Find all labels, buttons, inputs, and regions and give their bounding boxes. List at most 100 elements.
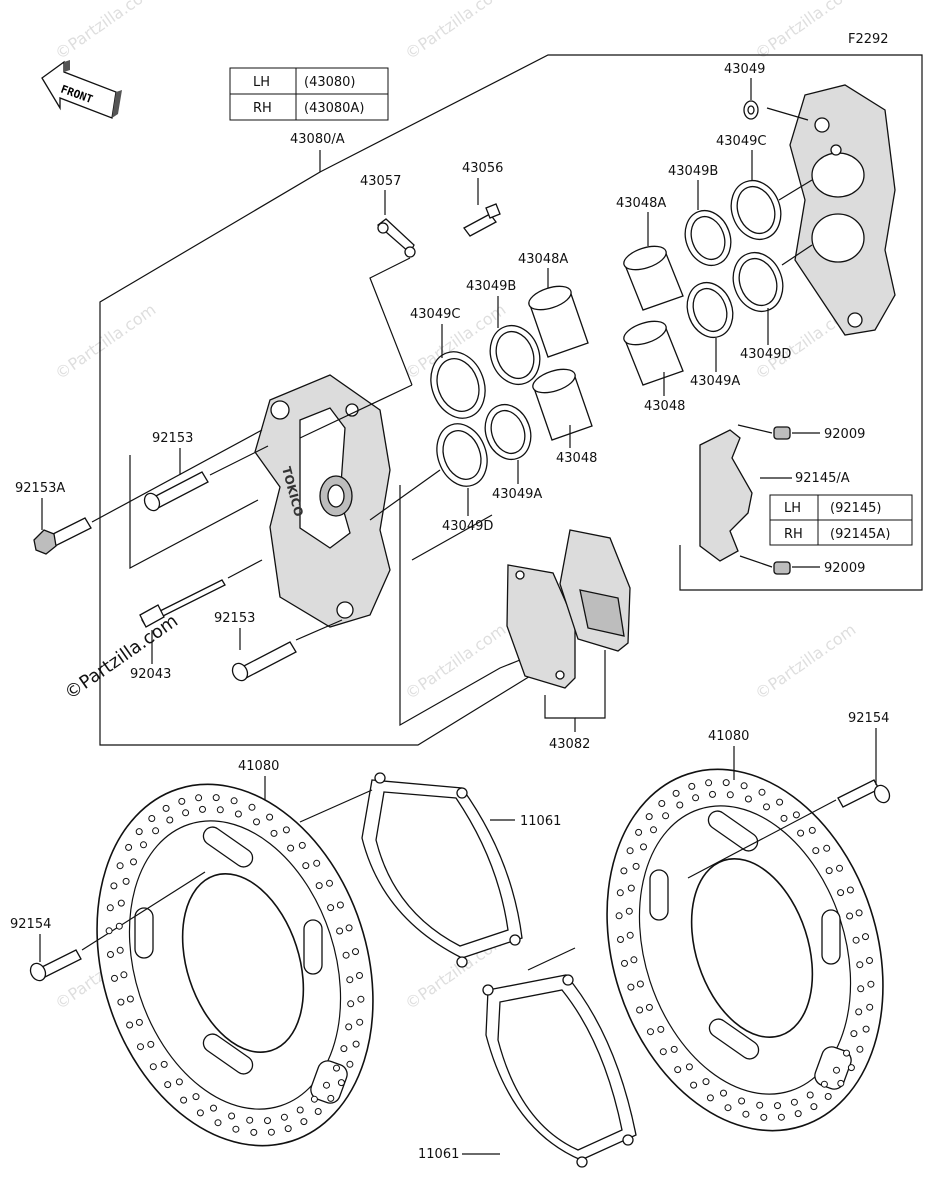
drill-hole	[824, 1093, 832, 1100]
drill-hole	[792, 811, 800, 819]
drill-hole	[837, 1079, 845, 1087]
caliper-body-left: TOKICO	[254, 374, 391, 628]
label-43048: 43048	[644, 399, 685, 414]
drill-hole	[107, 951, 114, 958]
drill-hole	[862, 1025, 870, 1033]
drill-hole	[650, 826, 657, 834]
drill-hole	[302, 862, 310, 870]
label-43049B: 43049B	[668, 164, 718, 179]
drill-hole	[662, 812, 670, 820]
drill-hole	[645, 1003, 653, 1011]
drill-hole	[234, 810, 242, 818]
label-92145A: 92145/A	[795, 471, 850, 486]
drill-hole	[130, 858, 137, 866]
drill-hole	[850, 1030, 858, 1038]
drill-hole	[346, 1060, 354, 1068]
drill-hole	[720, 1089, 727, 1097]
drill-hole	[777, 1113, 785, 1121]
drill-hole	[836, 864, 843, 872]
drill-hole	[282, 826, 290, 834]
drill-hole	[140, 841, 147, 849]
bracket-92145	[699, 429, 753, 562]
drill-hole	[336, 901, 344, 909]
drill-hole	[794, 1110, 802, 1118]
drill-hole	[333, 1064, 340, 1072]
drill-hole	[266, 813, 274, 821]
piston-43048A-left	[528, 285, 589, 358]
drill-hole	[126, 995, 134, 1003]
drill-hole	[250, 1128, 258, 1136]
drill-hole	[178, 797, 186, 805]
brake-disc-right	[606, 768, 884, 1132]
disc-left-outer-holes	[105, 794, 365, 1136]
label-92009-bottom: 92009	[824, 561, 865, 576]
drill-hole	[635, 828, 643, 836]
label-43056: 43056	[462, 161, 503, 176]
drill-hole	[323, 1081, 330, 1089]
drill-hole	[837, 889, 845, 897]
drill-hole	[722, 779, 730, 787]
drill-hole	[175, 1078, 183, 1086]
drill-hole	[843, 1049, 850, 1057]
drill-hole	[705, 779, 713, 787]
drill-hole	[806, 1091, 814, 1099]
bleeder-plate-43057	[376, 218, 416, 258]
drill-hole	[232, 1125, 240, 1133]
table-cell: LH	[784, 501, 801, 516]
drill-hole	[846, 886, 854, 894]
drill-hole	[776, 798, 784, 806]
seal-43049B-right	[684, 209, 732, 267]
watermark: ©Partzilla.com	[401, 0, 509, 63]
drill-hole	[117, 899, 125, 907]
diagram-code: F2292	[848, 32, 889, 47]
drill-hole	[199, 805, 206, 813]
drill-hole	[616, 889, 624, 897]
drill-hole	[314, 1108, 322, 1115]
drill-hole	[160, 1060, 168, 1068]
drill-hole	[347, 1000, 355, 1008]
label-92153A: 92153A	[15, 481, 65, 496]
drill-hole	[847, 1064, 855, 1072]
bolt-92153A	[33, 517, 92, 555]
disc-right-outer-holes	[615, 779, 875, 1121]
table-cell: RH	[253, 101, 272, 116]
drill-hole	[162, 804, 170, 812]
drill-hole	[326, 879, 333, 887]
drill-hole	[866, 957, 873, 964]
drill-hole	[706, 1094, 714, 1102]
drill-hole	[115, 922, 123, 930]
drill-hole	[357, 995, 365, 1003]
drill-hole	[685, 1063, 693, 1071]
drill-hole	[627, 884, 635, 892]
caliper-side-table: LH (43080) RH (43080A)	[229, 67, 389, 121]
drill-hole	[126, 1021, 134, 1029]
drill-hole	[300, 1118, 308, 1126]
bolt-92154-left	[29, 949, 82, 982]
drill-hole	[670, 1045, 678, 1053]
drill-hole	[310, 1095, 318, 1103]
label-43048: 43048	[556, 451, 597, 466]
label-43049: 43049	[724, 62, 765, 77]
drill-hole	[296, 1106, 304, 1114]
drill-hole	[315, 882, 323, 890]
label-43048A: 43048A	[616, 196, 666, 211]
table-cell: (43080A)	[304, 101, 364, 116]
drill-hole	[657, 1025, 665, 1033]
label-11061-bottom: 11061	[418, 1147, 459, 1162]
drill-hole	[327, 1094, 335, 1102]
label-43049C: 43049C	[410, 307, 460, 322]
drill-hole	[116, 862, 124, 870]
label-92153-top: 92153	[152, 431, 193, 446]
drill-hole	[855, 909, 863, 917]
label-43049D: 43049D	[740, 347, 791, 362]
drill-hole	[674, 1066, 682, 1074]
drill-hole	[270, 829, 278, 837]
drill-hole	[135, 828, 143, 836]
drill-hole	[774, 1102, 781, 1110]
drill-hole	[212, 794, 220, 802]
drill-hole	[336, 927, 344, 935]
drill-hole	[820, 1080, 828, 1088]
watermark: ©Partzilla.com	[401, 620, 509, 703]
drill-hole	[356, 972, 363, 979]
brake-pad-right	[559, 529, 631, 652]
